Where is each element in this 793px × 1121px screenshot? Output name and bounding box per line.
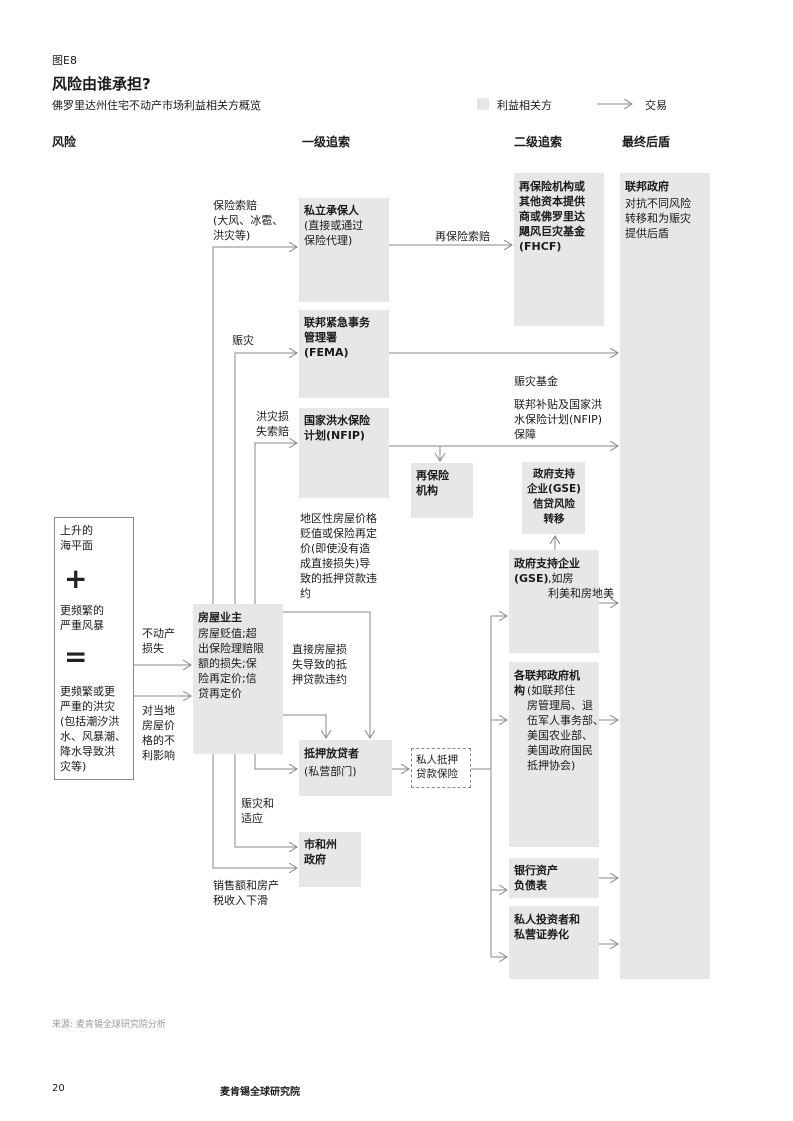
label-regional-price: 地区性房屋价格 贬值或保险再定 价(即使没有造 成直接损失)导 致的抵押贷款违 …	[300, 512, 377, 600]
federal-gov-desc: 对抗不同风险 转移和为赈灾 提供后盾	[625, 197, 691, 240]
figure-title: 风险由谁承担?	[52, 75, 151, 93]
fema-title: 联邦紧急事务 管理署 (FEMA)	[304, 316, 370, 359]
nfip-title: 国家洪水保险 计划(NFIP)	[304, 414, 370, 442]
legend-stakeholder-label: 利益相关方	[497, 99, 552, 112]
private-mortgage-insurance-box	[411, 748, 471, 788]
source-note: 来源: 麦肯锡全球研究院分析	[52, 1020, 166, 1030]
label-federal-subsidy: 联邦补贴及国家洪 水保险计划(NFIP) 保障	[514, 398, 603, 441]
federal-government-box	[620, 173, 710, 979]
legend-transaction-label: 交易	[645, 99, 667, 112]
private-mortgage-insurance-label: 私人抵押 贷款保险	[416, 754, 458, 780]
private-insurer-desc: (直接或通过 保险代理)	[304, 219, 364, 247]
label-relief-fund: 赈灾基金	[514, 375, 558, 388]
gse-desc: ,如房 利美和房地美	[548, 572, 614, 600]
mortgage-lender-box	[299, 740, 392, 796]
plus-icon: +	[64, 562, 88, 595]
private-investors-title: 私人投资者和 私营证券化	[514, 913, 580, 941]
label-relief: 赈灾	[232, 334, 254, 347]
label-price-impact: 对当地 房屋价 格的不 利影响	[142, 704, 175, 762]
federal-agencies-title: 各联邦政府机 构	[514, 669, 580, 697]
column-header-risk: 风险	[52, 135, 77, 149]
column-header-ultimate: 最终后盾	[622, 135, 671, 149]
reinsurer-small-title: 再保险 机构	[416, 469, 449, 497]
label-flood-claims: 洪灾损 失索赔	[256, 410, 289, 438]
equals-icon: =	[64, 640, 88, 673]
column-header-primary: 一级追索	[302, 135, 351, 149]
mortgage-lender-title: 抵押放贷者	[304, 747, 359, 760]
figure-label: 图E8	[52, 54, 77, 67]
gse-credit-title: 政府支持 企业(GSE) 信贷风险 转移	[527, 468, 581, 525]
label-insurance-claims: 保险索赔 (大风、冰雹、 洪灾等)	[213, 199, 284, 242]
reinsurance-fhcf-title: 再保险机构或 其他资本提供 商或佛罗里达 飓风巨灾基金 (FHCF)	[519, 180, 585, 253]
gse-box	[509, 550, 599, 653]
label-relief-recovery: 赈灾和 适应	[241, 797, 274, 825]
page-number: 20	[52, 1083, 65, 1094]
municipal-box	[299, 832, 361, 887]
federal-agencies-desc: (如联邦住 房管理局、退 伍军人事务部、 美国农业部、 美国政府国民 抵押协会)	[527, 684, 604, 772]
risk-storms: 更频繁的 严重风暴	[60, 604, 104, 632]
municipal-title: 市和州 政府	[304, 838, 337, 866]
reinsurance-fhcf-box	[514, 173, 604, 326]
homeowner-desc: 房屋贬值;超 出保险理赔限 额的损失;保 险再定价;信 贷再定价	[198, 627, 264, 700]
bank-balance-title: 银行资产 负债表	[514, 864, 558, 892]
figure-subtitle: 佛罗里达州住宅不动产市场利益相关方概览	[52, 99, 261, 112]
label-property-loss: 不动产 损失	[142, 627, 175, 655]
homeowner-title: 房屋业主	[198, 611, 242, 624]
nfip-box	[299, 408, 389, 498]
reinsurer-small-box	[411, 463, 473, 518]
column-header-secondary: 二级追索	[514, 135, 563, 149]
mortgage-lender-desc: (私营部门)	[304, 765, 357, 778]
bank-balance-box	[509, 858, 599, 898]
legend-swatch	[477, 98, 489, 110]
label-reinsurance-claims: 再保险索赔	[435, 230, 490, 243]
publisher-name: 麦肯锡全球研究院	[220, 1087, 300, 1098]
risk-box	[54, 517, 134, 780]
homeowner-box	[193, 604, 283, 754]
label-direct-loss: 直接房屋损 失导致的抵 押贷款违约	[292, 643, 347, 686]
private-investors-box	[509, 906, 599, 979]
gse-title: 政府支持企业 (GSE)	[514, 557, 580, 585]
federal-gov-title: 联邦政府	[625, 180, 669, 193]
risk-floods: 更频繁或更 严重的洪灾 (包括潮汐洪 水、风暴潮、 降水导致洪 灾等)	[60, 685, 126, 773]
fema-box	[299, 310, 389, 398]
federal-agencies-box	[509, 662, 599, 847]
gse-credit-box	[522, 462, 585, 534]
risk-sea-level: 上升的 海平面	[60, 524, 93, 552]
private-insurer-title: 私立承保人	[304, 204, 359, 217]
label-tax-decline: 销售额和房产 税收入下滑	[213, 879, 279, 907]
private-insurer-box	[299, 198, 389, 302]
